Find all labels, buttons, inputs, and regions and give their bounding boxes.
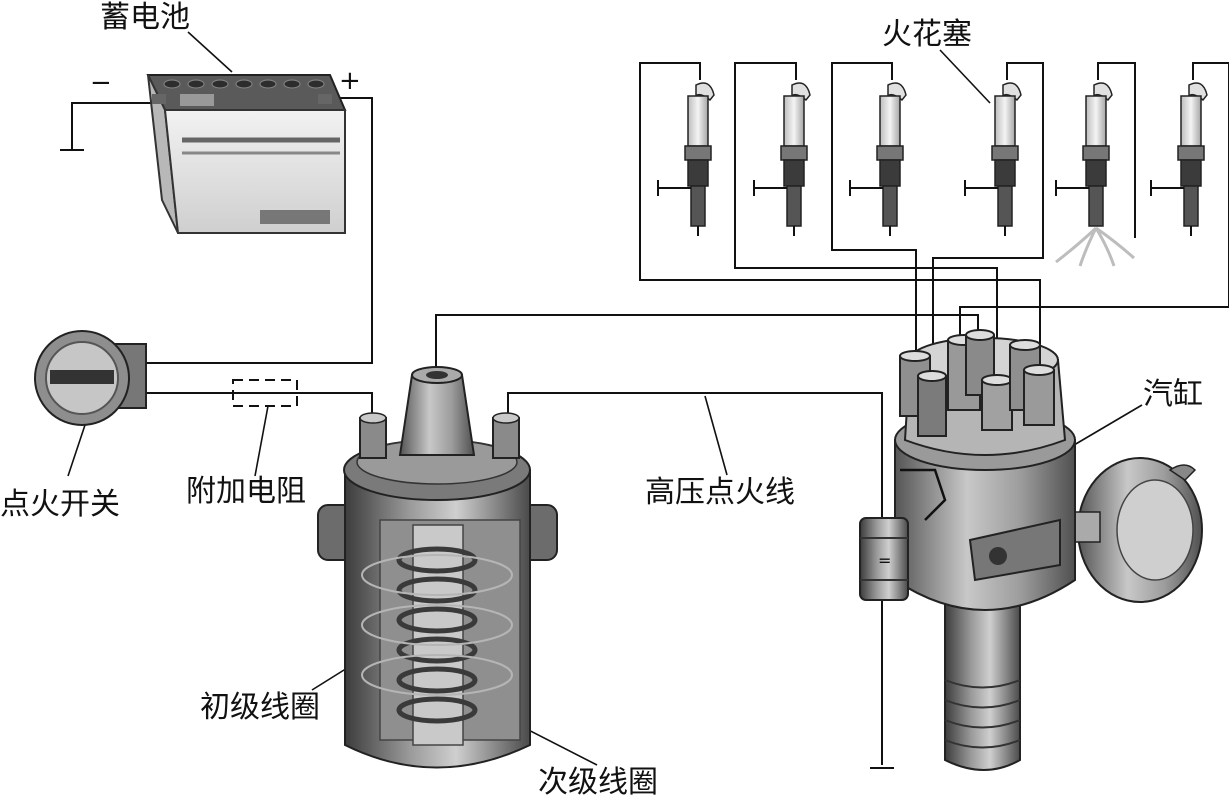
distributor-shaft-housing [944, 599, 1021, 771]
wiring [60, 62, 1229, 769]
coil-distributor-wire [507, 392, 883, 765]
spark-plug-label: 火花塞 [882, 17, 972, 52]
ignition-switch-label: 点火开关 [0, 487, 120, 522]
secondary-coil-label: 次级线圈 [538, 765, 658, 800]
battery-leader [187, 31, 233, 73]
battery-ground-wire [71, 102, 158, 150]
coil-primary-turns [361, 554, 513, 696]
battery [146, 74, 347, 234]
spark-flash [1055, 226, 1135, 267]
battery-negative-terminal [152, 94, 166, 104]
battery-label: 蓄电池 [100, 0, 190, 35]
extra-resistor-box [232, 379, 298, 407]
battery-brand-plate [260, 210, 330, 224]
switch-coil-wire [145, 392, 373, 420]
distributor-label: 汽缸 [1143, 377, 1203, 412]
plug-lead-6 [959, 62, 1229, 340]
coil-lv-terminal-left [359, 417, 387, 459]
hv-lead-wire [435, 314, 979, 370]
resistor-leader [254, 405, 269, 477]
hv-lead-label: 高压点火线 [645, 475, 795, 510]
distributor: = [859, 329, 1203, 771]
plug-lead-5 [1097, 62, 1136, 238]
coil-windings [396, 546, 478, 724]
distributor-condenser: = [859, 517, 909, 601]
spark-plug-leader [939, 49, 991, 104]
spark-plug-4 [964, 82, 1022, 236]
plug-lead-1 [639, 62, 1041, 345]
spark-plug-1 [657, 82, 715, 236]
coil-lv-terminal-right [492, 417, 520, 459]
spark-plug-5 [1055, 82, 1135, 267]
battery-label-plate [180, 94, 214, 106]
battery-minus-sign: − [90, 68, 112, 98]
coil-iron-core [412, 524, 464, 746]
spark-plug-2 [753, 82, 811, 236]
distributor-clamp [968, 518, 1061, 582]
battery-positive-terminal [318, 94, 332, 104]
leader-lines [67, 31, 1143, 766]
ignition-switch [34, 330, 147, 426]
battery-plus-sign: + [339, 66, 361, 96]
switch-key-slot [50, 370, 114, 384]
battery-cells [163, 79, 325, 89]
spark-plug-6 [1150, 82, 1208, 236]
distributor-towers [899, 329, 1055, 437]
spark-plugs [657, 82, 1208, 267]
coil-hv-tower [398, 374, 476, 456]
svg-text:=: = [878, 551, 891, 570]
spark-plug-3 [849, 82, 907, 236]
primary-coil-label: 初级线圈 [200, 690, 320, 725]
battery-switch-wire [145, 97, 373, 364]
extra-resistor-label: 附加电阻 [186, 474, 306, 509]
plug-lead-4 [932, 62, 1044, 375]
hv-lead-leader [704, 395, 728, 476]
ignition-coil [317, 366, 558, 769]
plug-lead-2 [734, 62, 998, 380]
switch-leader [67, 424, 86, 477]
plug-lead-3 [831, 62, 917, 355]
